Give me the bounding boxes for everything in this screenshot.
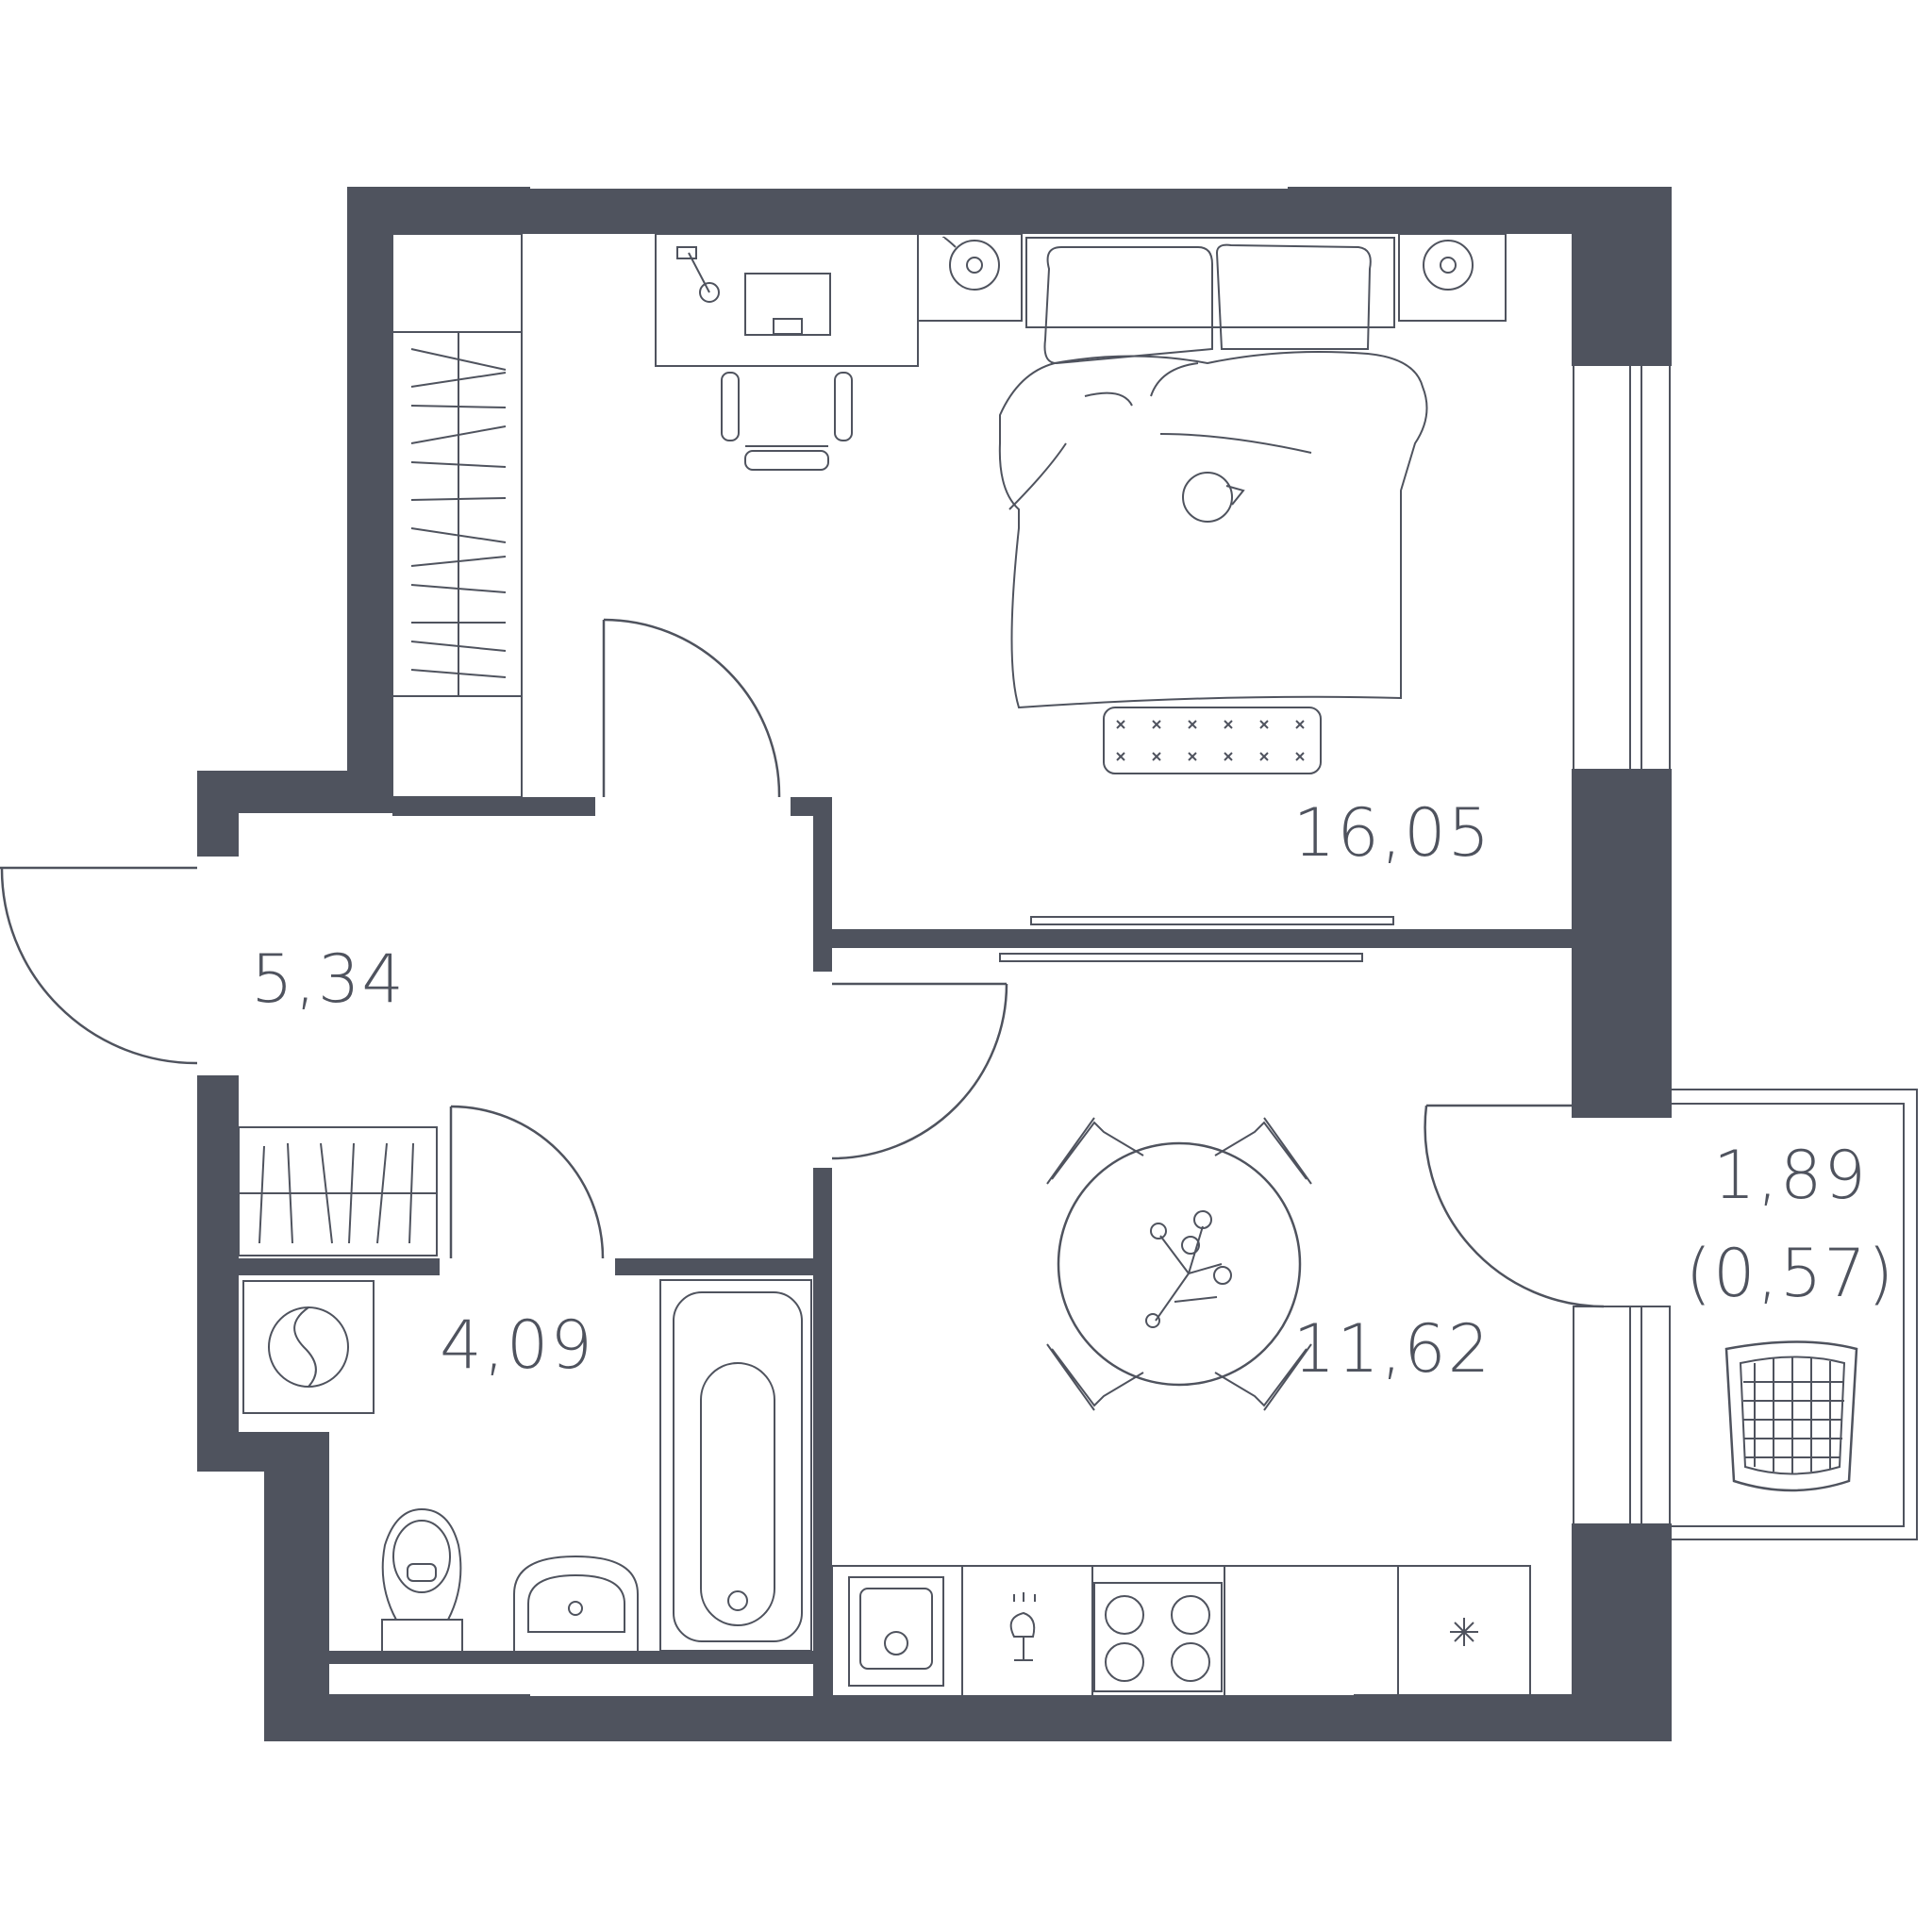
wall-partition-lower — [813, 1168, 832, 1696]
bathroom: 4,09 — [242, 1279, 812, 1654]
balcony-reduced-area-label: (0,57) — [1686, 1235, 1895, 1312]
lamp-icon — [1423, 240, 1474, 291]
wall-bath-top-right — [615, 1258, 818, 1275]
pillow-right — [1215, 243, 1372, 350]
dishwasher-icon — [1009, 1592, 1036, 1661]
wall-bath-left — [264, 1432, 329, 1741]
hall-area-label: 5,34 — [251, 940, 406, 1018]
desk-lamp-icon — [699, 282, 720, 303]
balcony: 1,89 (0,57) — [1424, 1089, 1918, 1540]
kitchen-sink-icon — [848, 1576, 944, 1687]
cooktop-icon — [1093, 1582, 1223, 1692]
chair-icon — [1046, 1343, 1144, 1411]
wall-right-top — [1572, 189, 1672, 366]
kitchen-counter — [831, 1565, 1531, 1697]
chair-icon — [1214, 1117, 1312, 1185]
bathtub-icon — [659, 1279, 812, 1652]
wall-hall-left-lower — [197, 1075, 239, 1472]
bedroom-area-label: 16,05 — [1293, 794, 1491, 872]
rattan-chair-icon — [1724, 1340, 1858, 1492]
cat-icon — [1182, 472, 1233, 523]
desk — [655, 233, 919, 471]
windows — [1573, 362, 1671, 1526]
doors — [0, 618, 1008, 1259]
nightstand-right — [1398, 233, 1507, 322]
wall-bottom-right-block — [1354, 1694, 1672, 1741]
walls — [197, 187, 1672, 1741]
wall-bedroom-left — [347, 189, 392, 800]
wardrobe — [391, 233, 523, 798]
wall-right-middle — [1572, 769, 1672, 1118]
window-frame-outer — [1573, 1306, 1671, 1526]
wall-partition-upper — [813, 797, 832, 972]
hall: 5,34 — [238, 940, 438, 1256]
duvet — [998, 350, 1428, 709]
entrance-door — [0, 866, 198, 1065]
hall-shoe-rack — [238, 1126, 438, 1256]
bedroom-furniture: 16,05 — [391, 233, 1507, 962]
bedroom-door — [602, 618, 781, 798]
toilet-icon — [381, 1507, 463, 1654]
wall-bath-bottom — [264, 1651, 813, 1664]
balcony-door-swing — [1424, 1105, 1605, 1308]
washing-machine-icon — [242, 1280, 375, 1414]
balcony-area-label: 1,89 — [1713, 1137, 1868, 1214]
bathroom-area-label: 4,09 — [440, 1306, 594, 1384]
lamp-icon — [949, 240, 1000, 291]
nightstand-left — [917, 233, 1023, 322]
dining-table-icon — [1046, 1117, 1312, 1411]
flower-icon — [1155, 1225, 1223, 1322]
wall-bedroom-kitchen — [813, 929, 1574, 948]
balcony-outline — [1672, 1089, 1918, 1540]
desk-chair-icon — [721, 372, 853, 471]
bathroom-door — [449, 1105, 605, 1259]
sink-icon — [513, 1555, 639, 1651]
wall-bath-top-left — [239, 1258, 440, 1275]
bed — [998, 237, 1428, 709]
kitchen: 11,62 — [831, 1117, 1531, 1697]
pillow-left — [1043, 246, 1213, 365]
wall-hall-left-upper — [197, 771, 239, 857]
tv-icon — [999, 916, 1394, 962]
bedside-rug — [1103, 707, 1322, 774]
window-kitchen — [1573, 1306, 1671, 1526]
window-frame-outer — [1573, 362, 1671, 772]
wall-bedroom-bottom-left — [392, 797, 595, 816]
chair-icon — [1214, 1343, 1312, 1411]
window-bedroom — [1573, 362, 1671, 772]
laptop-icon — [744, 273, 831, 336]
balcony-inner — [1672, 1103, 1905, 1527]
fridge-icon — [1450, 1618, 1478, 1646]
kitchen-door — [831, 982, 1008, 1160]
kitchen-area-label: 11,62 — [1293, 1310, 1491, 1388]
chair-icon — [1046, 1117, 1144, 1185]
